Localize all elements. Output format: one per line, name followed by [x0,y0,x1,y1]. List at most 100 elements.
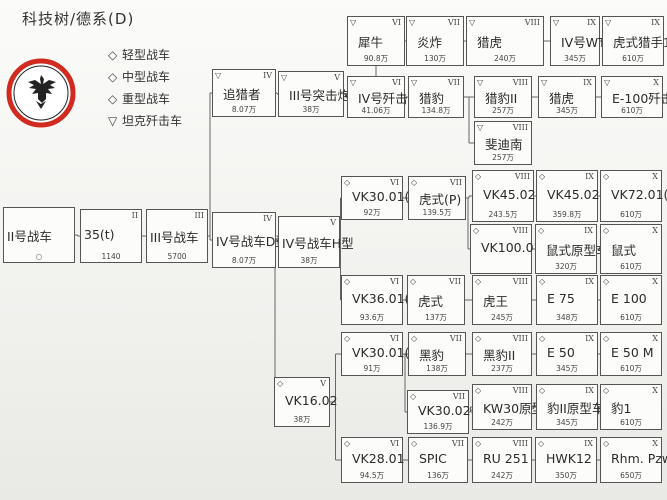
tank-name: E-100歼击车 [612,91,667,106]
tank-price: 610万 [620,418,642,427]
tank-name: RU 251 [483,451,529,466]
tank-price: 134.8万 [421,106,451,115]
tank-price: 348万 [556,313,578,322]
tank-node[interactable]: II号战车○ [3,207,75,263]
legend-item: ▽ 坦克歼击车 [108,112,182,129]
legend-symbol: ◇ [108,70,118,84]
tank-tier: IX [584,226,593,235]
tank-name: 鼠式 [611,243,637,258]
tank-node[interactable]: ▽虎式猎手15IX610万 [602,16,667,66]
tank-tier: VIII [512,226,528,235]
tank-tier: X [652,334,658,343]
tank-type-icon: ◇ [603,226,610,235]
tank-tier: X [652,277,658,286]
tank-tier: IX [585,172,594,181]
tank-price: 237万 [491,364,513,373]
tank-type-icon: ◇ [473,226,480,235]
tank-name: IV号战车D型 [216,234,288,249]
tank-tier: VII [447,18,460,27]
tank-tier: VI [390,277,399,286]
tank-name: 虎式(P) [419,192,462,207]
tank-tier: VIII [512,334,528,343]
tank-tier: VI [392,78,401,87]
tank-type-icon: ◇ [410,392,417,401]
tank-type-icon: ◇ [277,379,284,388]
legend-symbol: ▽ [108,114,118,128]
tank-price: 345万 [556,364,578,373]
tank-type-icon: ▽ [604,78,611,87]
tank-tier: IX [585,334,594,343]
tank-tier: V [330,218,336,227]
tank-tier: III [194,211,204,220]
tank-tier: IV [263,71,272,80]
tank-node[interactable]: ◇VK100.01(P)VIII [470,224,559,274]
tank-tier: VI [390,334,399,343]
tank-type-icon: ◇ [410,277,417,286]
tank-type-icon: ▽ [350,18,357,27]
tank-price: 130万 [424,54,446,63]
tank-type-icon: ▽ [477,123,484,132]
tank-name: 鼠式原型车 [546,243,609,258]
legend-symbol: ◇ [108,48,118,62]
tank-type-icon: ◇ [603,277,610,286]
tank-type-icon: ◇ [539,172,546,181]
tank-type-icon: ▽ [215,71,222,80]
tank-tier: IX [651,18,660,27]
tank-name: E 50 [547,345,575,360]
tank-price: 257万 [492,106,514,115]
tank-price: 138万 [426,364,448,373]
tank-node[interactable]: ▽E-100歼击车X610万 [601,76,667,118]
tank-tier: VII [447,78,460,87]
tank-type-icon: ◇ [539,386,546,395]
tank-name: VK30.01(D) [352,345,424,360]
legend-label: 坦克歼击车 [122,114,183,128]
tank-type-icon: ◇ [538,439,545,448]
tank-name: 豹II原型车 [547,401,605,416]
tank-tier: VIII [514,172,530,181]
tank-tier: VII [448,277,461,286]
